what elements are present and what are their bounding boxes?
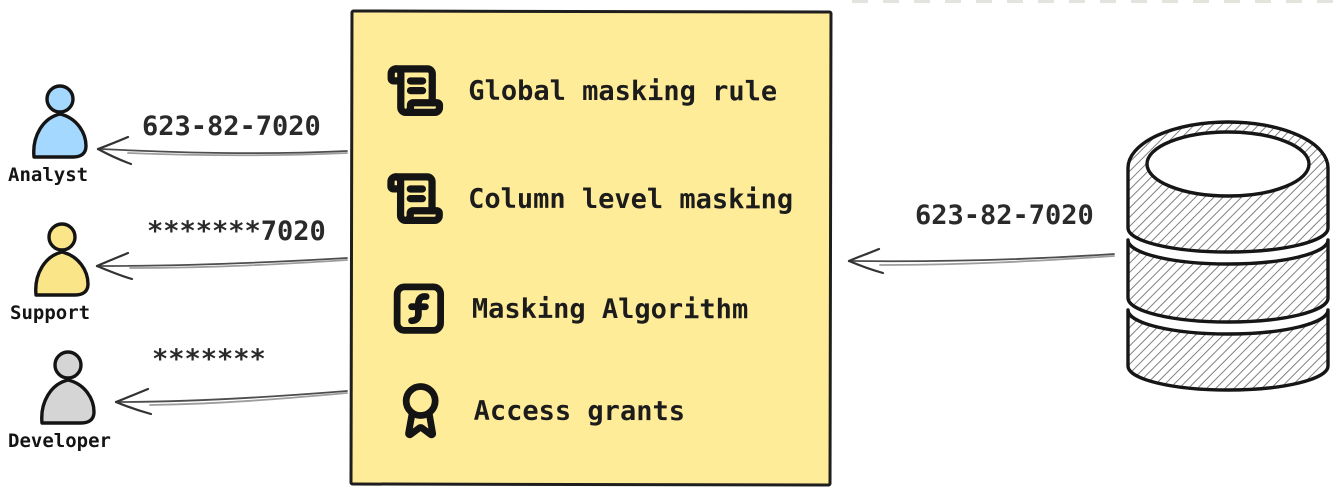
actor-support: Support: [10, 222, 140, 324]
cropped-dashed-border: [852, 0, 1340, 3]
list-item: Column level masking: [386, 169, 793, 230]
database-icon: [1126, 120, 1330, 392]
flow-value-database: 623-82-7020: [915, 200, 1094, 231]
function-square-icon: [393, 283, 445, 334]
actor-label: Developer: [8, 430, 111, 452]
list-item-label: Global masking rule: [468, 75, 778, 107]
actor-developer: Developer: [8, 350, 138, 452]
flow-value-developer: *******: [152, 344, 266, 375]
actor-label: Analyst: [8, 164, 89, 186]
actor-label: Support: [10, 302, 91, 324]
masking-policy-box: Global masking rule Column level masking…: [349, 9, 833, 487]
award-icon: [402, 383, 439, 439]
scroll-text-icon: [387, 173, 443, 225]
scroll-text-icon: [387, 65, 444, 117]
flow-value-analyst: 623-82-7020: [142, 111, 321, 142]
list-item-label: Access grants: [473, 395, 686, 427]
list-item: Access grants: [392, 381, 685, 442]
list-item-label: Masking Algorithm: [471, 293, 749, 325]
actor-analyst: Analyst: [8, 84, 138, 186]
list-item: Masking Algorithm: [390, 279, 748, 340]
person-icon: [32, 84, 88, 159]
person-icon: [40, 350, 96, 425]
person-icon: [34, 222, 90, 297]
list-item-label: Column level masking: [468, 183, 794, 215]
flow-value-support: *******7020: [147, 216, 326, 247]
list-item: Global masking rule: [386, 61, 777, 122]
